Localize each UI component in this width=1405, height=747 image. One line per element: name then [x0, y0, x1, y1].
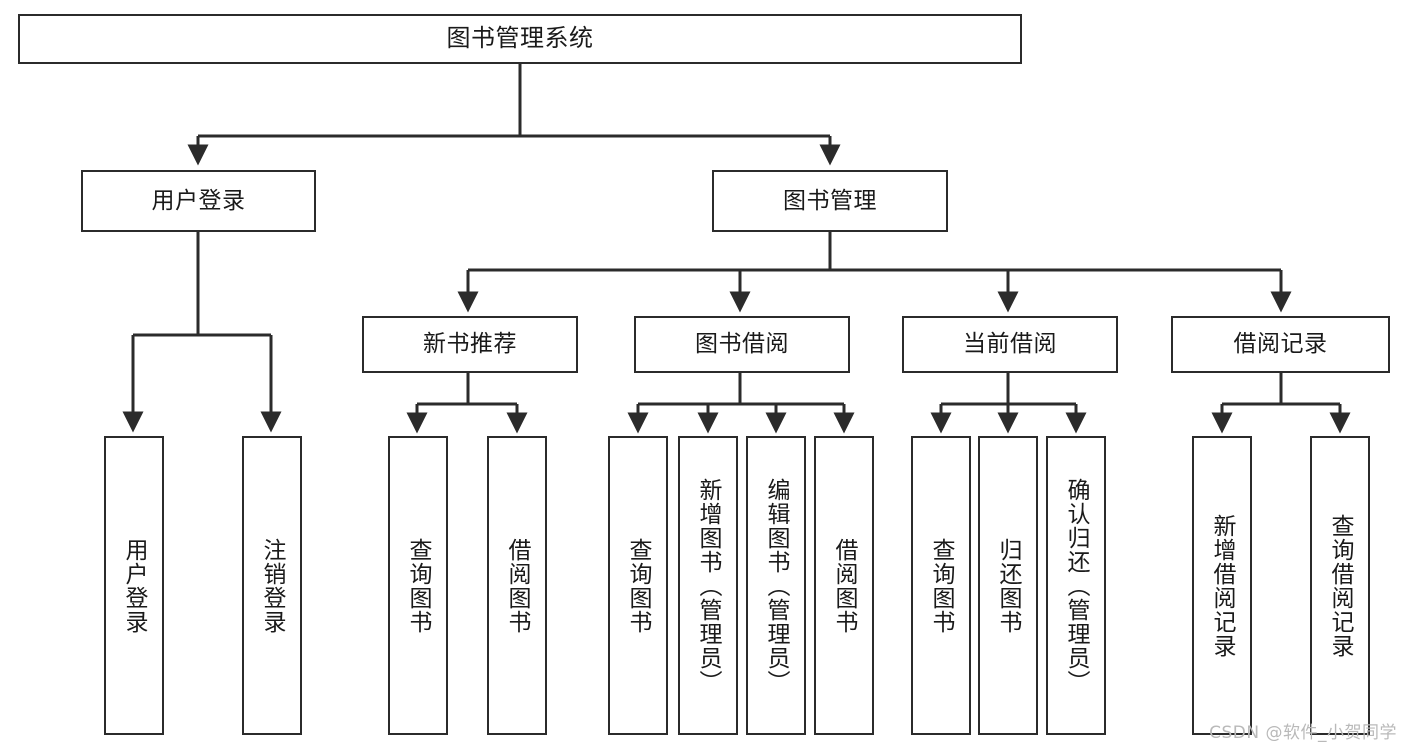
node-leaf-query-book-current[interactable]: 查询图书 — [911, 436, 971, 735]
node-leaf-add-borrow-record[interactable]: 新增借阅记录 — [1192, 436, 1252, 735]
node-book-borrowing[interactable]: 图书借阅 — [634, 316, 850, 373]
node-leaf-user-login[interactable]: 用户登录 — [104, 436, 164, 735]
node-label: 用户登录 — [151, 187, 246, 214]
node-label: 图书借阅 — [695, 331, 789, 358]
node-label: 图书管理系统 — [446, 24, 594, 53]
node-current-borrowing[interactable]: 当前借阅 — [902, 316, 1118, 373]
node-label: 图书管理 — [783, 187, 877, 214]
node-label: 借阅图书 — [831, 537, 858, 634]
node-label: 新书推荐 — [423, 331, 517, 358]
node-label: 查询图书 — [928, 537, 955, 634]
node-leaf-borrow-book-new[interactable]: 借阅图书 — [487, 436, 547, 735]
node-label: 归还图书 — [995, 537, 1022, 634]
node-user-login[interactable]: 用户登录 — [81, 170, 316, 232]
node-borrowing-record[interactable]: 借阅记录 — [1171, 316, 1390, 373]
node-label: 注销登录 — [259, 537, 286, 634]
node-label: 确认归还（管理员） — [1063, 477, 1090, 694]
node-leaf-query-borrow-record[interactable]: 查询借阅记录 — [1310, 436, 1370, 735]
node-root-book-management-system[interactable]: 图书管理系统 — [18, 14, 1022, 64]
node-label: 借阅记录 — [1233, 331, 1328, 358]
node-leaf-query-book-borrow[interactable]: 查询图书 — [608, 436, 668, 735]
watermark-text: CSDN @软件_小贺同学 — [1209, 723, 1397, 743]
node-leaf-confirm-return-admin[interactable]: 确认归还（管理员） — [1046, 436, 1106, 735]
node-book-management[interactable]: 图书管理 — [712, 170, 948, 232]
node-label: 新增借阅记录 — [1209, 513, 1236, 658]
node-label: 查询借阅记录 — [1327, 513, 1354, 658]
node-label: 查询图书 — [625, 537, 652, 634]
node-new-book-recommendation[interactable]: 新书推荐 — [362, 316, 578, 373]
node-leaf-borrow-book[interactable]: 借阅图书 — [814, 436, 874, 735]
node-leaf-query-book-new[interactable]: 查询图书 — [388, 436, 448, 735]
node-label: 用户登录 — [121, 537, 148, 634]
node-leaf-add-book-admin[interactable]: 新增图书（管理员） — [678, 436, 738, 735]
node-label: 当前借阅 — [963, 331, 1057, 358]
node-leaf-return-book[interactable]: 归还图书 — [978, 436, 1038, 735]
node-label: 新增图书（管理员） — [695, 477, 722, 694]
node-label: 编辑图书（管理员） — [763, 477, 790, 694]
node-leaf-edit-book-admin[interactable]: 编辑图书（管理员） — [746, 436, 806, 735]
node-leaf-logout[interactable]: 注销登录 — [242, 436, 302, 735]
node-label: 借阅图书 — [504, 537, 531, 634]
node-label: 查询图书 — [405, 537, 432, 634]
